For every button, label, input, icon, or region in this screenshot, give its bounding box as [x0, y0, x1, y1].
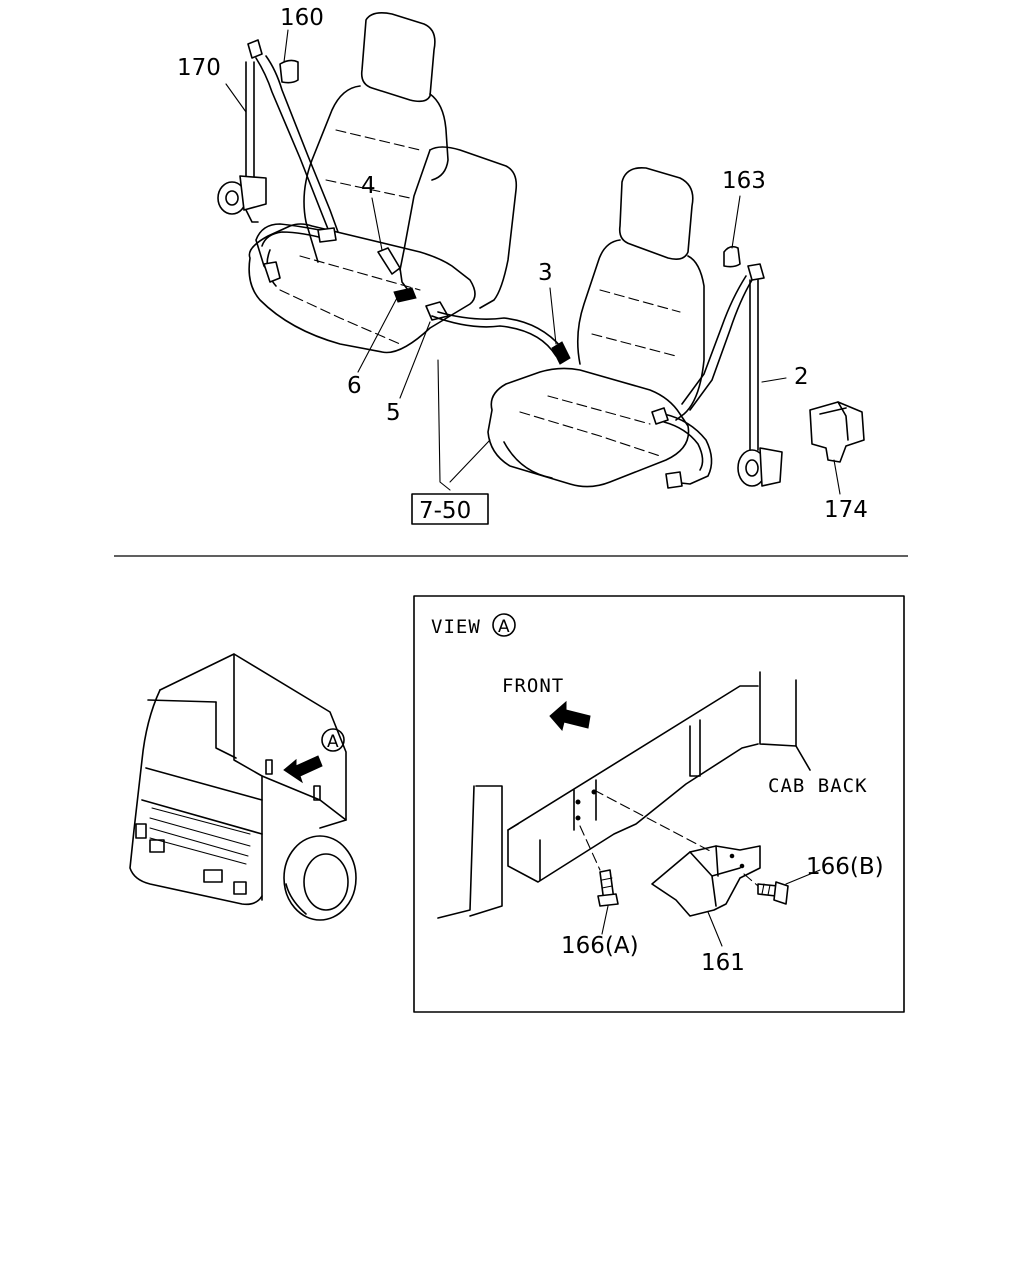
front-label: FRONT — [502, 675, 564, 697]
callout-5: 5 — [386, 400, 401, 426]
callout-3: 3 — [538, 260, 553, 286]
callout-160: 160 — [280, 5, 324, 31]
view-title: VIEW — [431, 616, 481, 638]
cab-back-structure — [437, 671, 811, 919]
cab-back-label: CAB BACK — [768, 775, 868, 797]
reference-label: 7-50 — [419, 498, 471, 524]
reference-box-7-50: 7-50 — [411, 493, 489, 525]
callout-6: 6 — [347, 373, 362, 399]
callout-4: 4 — [361, 173, 376, 199]
view-marker: A — [492, 613, 516, 637]
callout-166b: 166(B) — [806, 854, 884, 880]
bolt-166a — [597, 869, 619, 907]
part-161-bracket — [651, 845, 761, 917]
leader-lines-top — [225, 29, 841, 495]
svg-text:A: A — [498, 617, 510, 637]
callout-161: 161 — [701, 950, 745, 976]
right-seat — [487, 166, 705, 488]
leader-lines-view — [579, 789, 821, 947]
truck-view-marker: A — [321, 728, 345, 752]
part-163-cover — [723, 245, 741, 268]
part-160-cover — [279, 59, 299, 84]
center-buckles — [377, 247, 571, 365]
left-seatbelt-retractor — [217, 39, 339, 283]
callout-2: 2 — [794, 364, 809, 390]
view-a-frame — [413, 595, 905, 1013]
right-seatbelt-retractor — [651, 263, 783, 489]
callout-166a: 166(A) — [561, 933, 639, 959]
front-arrow — [549, 700, 591, 732]
part-174-cover — [809, 401, 865, 463]
bolt-166b — [757, 881, 789, 905]
callout-174: 174 — [824, 497, 868, 523]
callout-163: 163 — [722, 168, 766, 194]
truck-cab — [129, 653, 357, 921]
svg-text:A: A — [327, 732, 339, 752]
callout-170: 170 — [177, 55, 221, 81]
